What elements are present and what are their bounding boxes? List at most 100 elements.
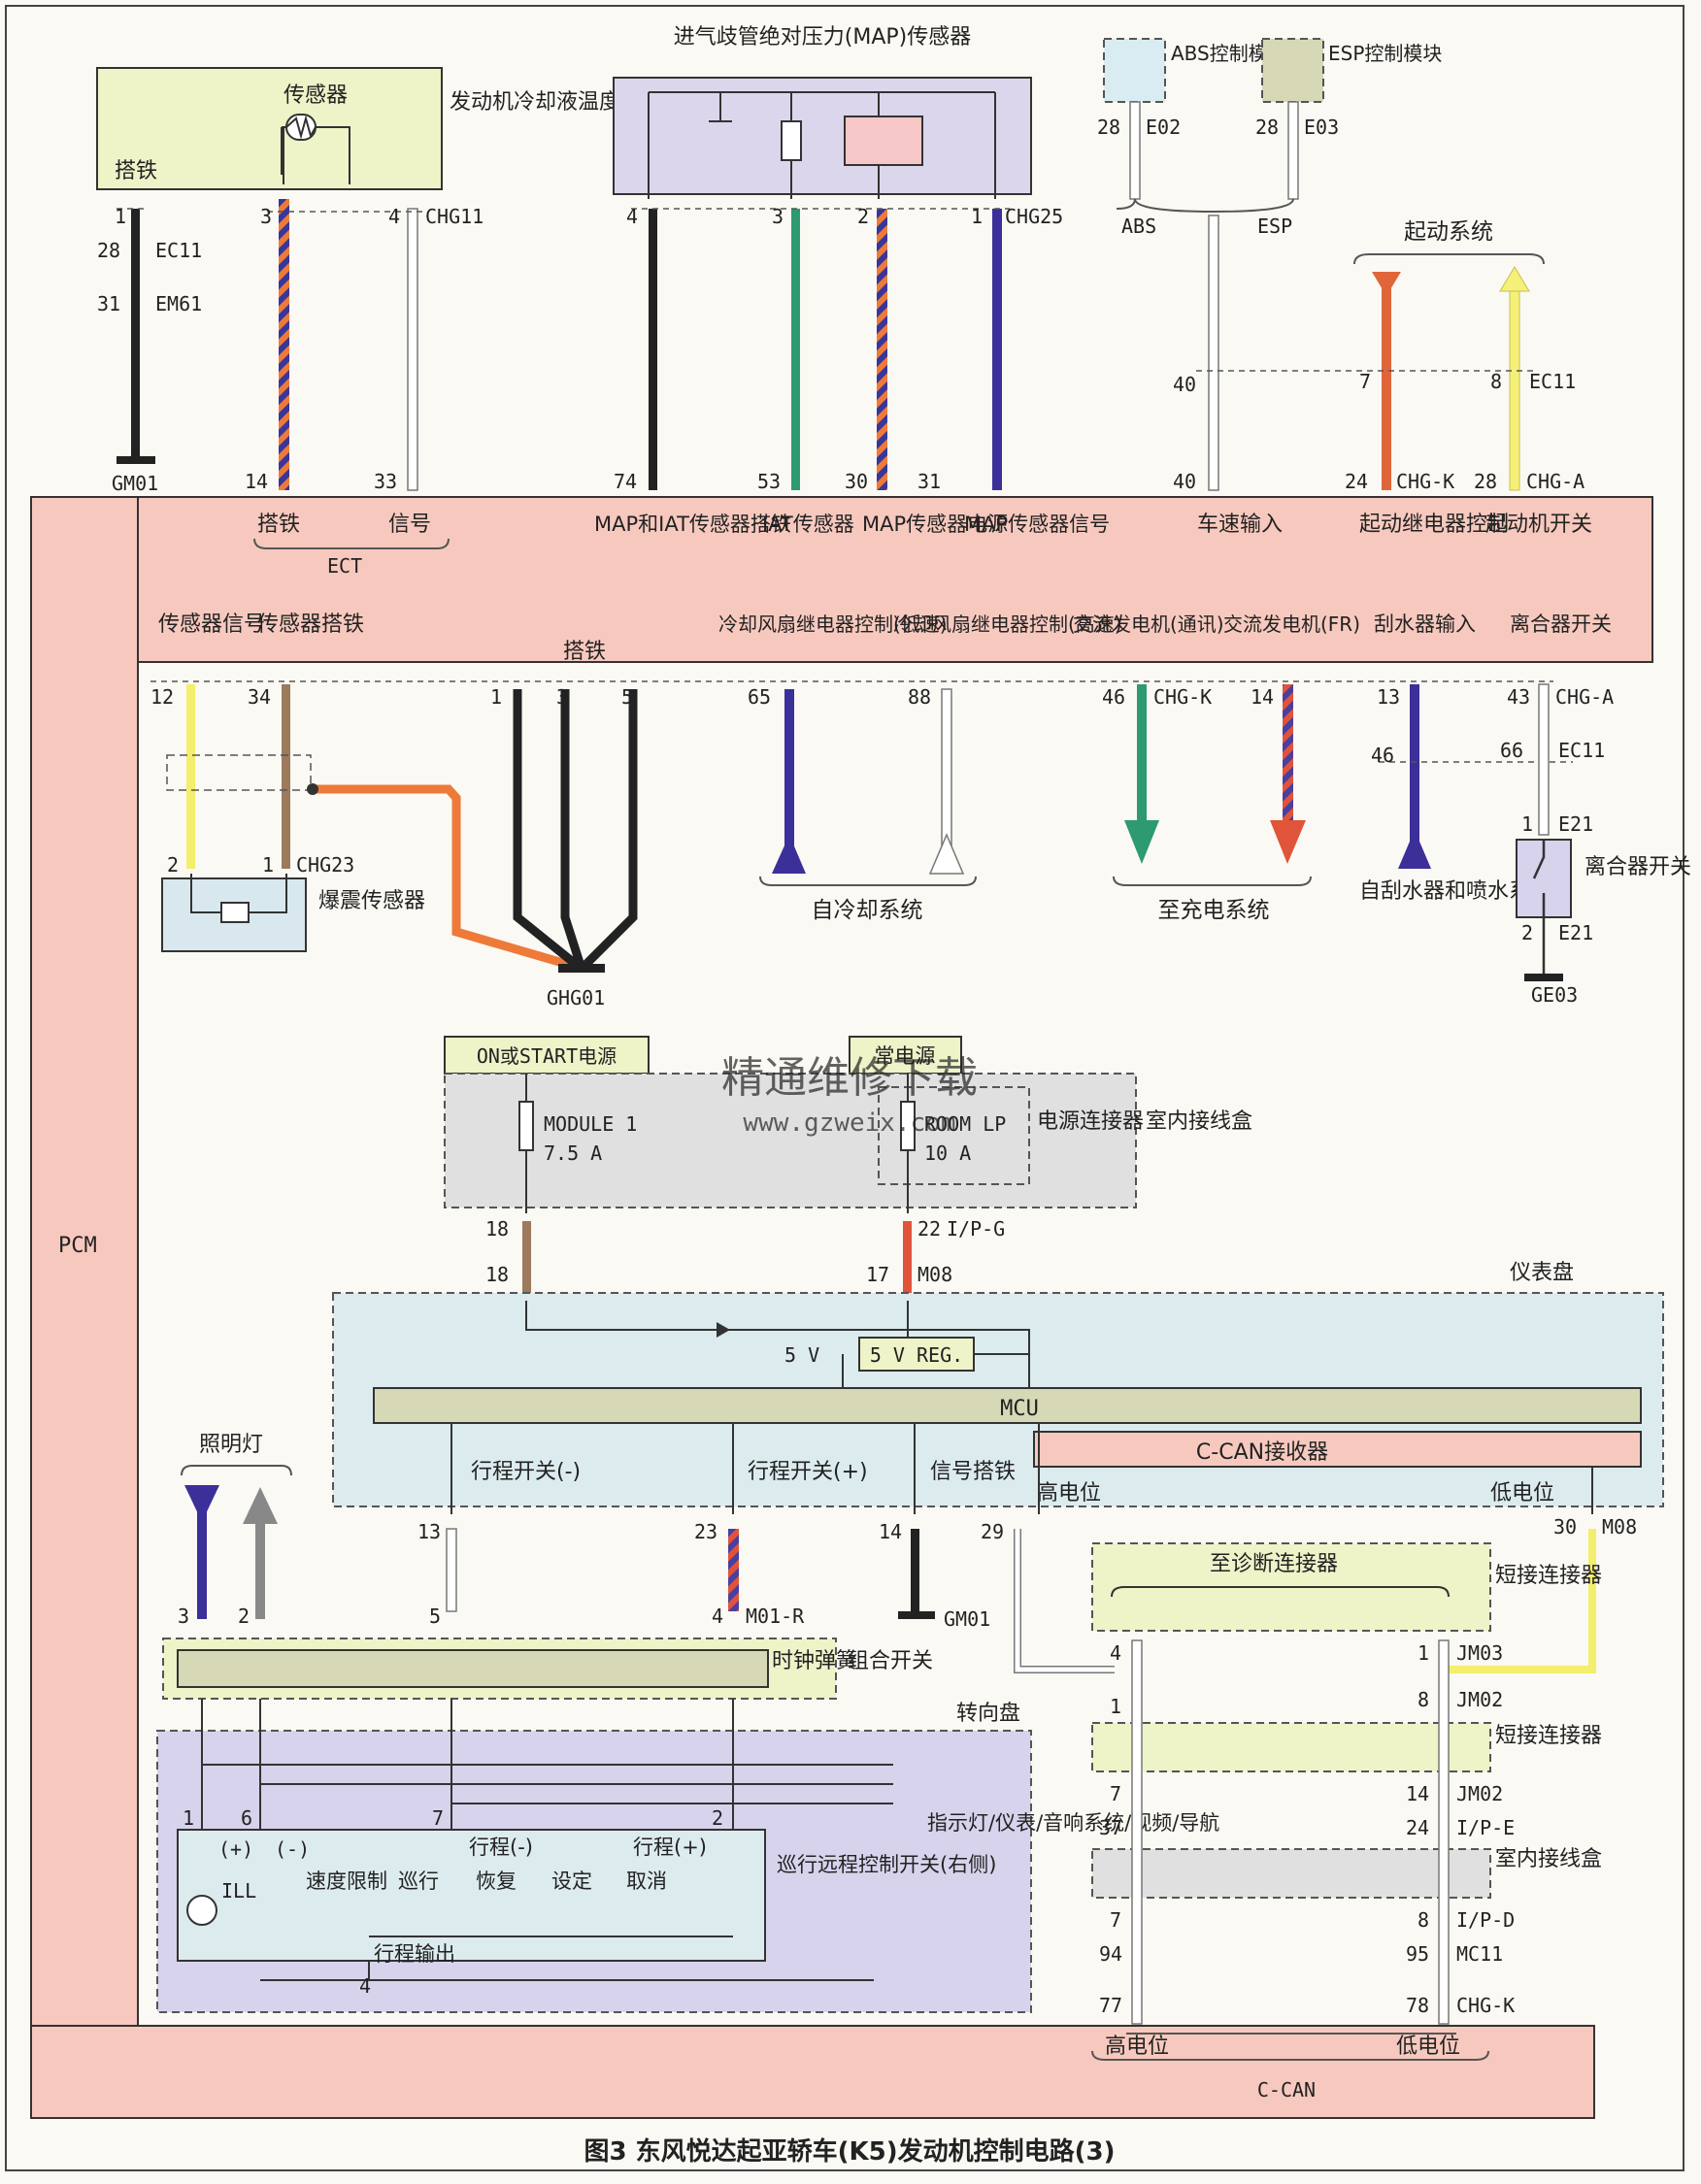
esp-connector: E03 — [1304, 116, 1339, 139]
pcm-bottom-conn-chg-a: CHG-A — [1555, 685, 1614, 709]
light-label: 照明灯 — [199, 1433, 263, 1457]
pin-17: 17 — [866, 1263, 889, 1286]
diag-left-pin-3: 37 — [1099, 1816, 1122, 1839]
diag-connector-label: 至诊断连接器 — [1210, 1552, 1338, 1576]
pcm-starter-switch: 起动机开关 — [1485, 513, 1592, 537]
knock-connector: CHG23 — [296, 853, 354, 877]
esp-pin: 28 — [1255, 116, 1279, 139]
v5-label: 5 V — [784, 1343, 819, 1367]
abs-bus-label: ABS — [1121, 215, 1156, 238]
power-connector-label: 电源连接器 — [1037, 1109, 1144, 1134]
watermark-line2: www.gzweix.com — [743, 1109, 955, 1138]
abs-connector: E02 — [1146, 116, 1181, 139]
outer-frame — [5, 5, 1684, 2171]
diag-right-conn-6: CHG-K — [1456, 1994, 1515, 2017]
clutch-pin-mid: 66 — [1500, 739, 1523, 762]
start-system-label: 起动系统 — [1404, 219, 1493, 245]
mcu-label: MCU — [1000, 1397, 1039, 1421]
fuse2-label: ROOM LP — [924, 1112, 1006, 1136]
ect-ground-label: 搭铁 — [115, 159, 157, 183]
pcm-left-band — [30, 496, 139, 2119]
short-connector-label-2: 短接连接器 — [1495, 1724, 1602, 1748]
wiper-pin: 46 — [1371, 744, 1394, 767]
ground-chain-conn2: EM61 — [155, 292, 202, 315]
pcm-conn-chg-a: CHG-A — [1526, 470, 1584, 493]
pcm-bottom-conn-chg-k: CHG-K — [1153, 685, 1212, 709]
pcm-bottom-pin-12: 12 — [150, 685, 174, 709]
cluster-ground: GM01 — [944, 1607, 990, 1631]
fuse1-rating: 7.5 A — [544, 1142, 602, 1165]
pcm-bottom-pin-1: 1 — [490, 685, 502, 709]
cluster-label: 仪表盘 — [1510, 1261, 1574, 1285]
diag-junction-box: 室内接线盒 — [1495, 1847, 1602, 1871]
resume-label: 恢复 — [476, 1870, 517, 1893]
combo-pin-5: 5 — [429, 1605, 441, 1628]
diag-left-pin-4: 7 — [1110, 1908, 1121, 1932]
pcm-top-pin-53: 53 — [757, 470, 781, 493]
resistor-icon — [781, 120, 802, 161]
charging-system-label: 至充电系统 — [1158, 898, 1270, 923]
battery-power-label: 常电源 — [875, 1044, 936, 1068]
conn-ipg: I/P-G — [947, 1217, 1005, 1241]
watermark-line1: 精通维修下载 — [721, 1053, 978, 1103]
pcm-bottom-pin-88: 88 — [908, 685, 931, 709]
diag-right-conn-3: I/P-E — [1456, 1816, 1515, 1839]
diag-right-pin-2: 14 — [1406, 1782, 1429, 1805]
cruise-label: 巡行 — [398, 1870, 439, 1893]
start-pin-a: 7 — [1359, 370, 1371, 393]
pressure-sensor-icon — [844, 116, 923, 166]
vreg-label: 5 V REG. — [870, 1343, 963, 1367]
cluster-pin-23: 23 — [694, 1520, 717, 1543]
signal-ground-label: 信号搭铁 — [930, 1460, 1016, 1484]
ect-sensor-label: 传感器 — [284, 83, 348, 108]
cluster-pin-29: 29 — [981, 1520, 1004, 1543]
diag-right-pin-5: 95 — [1406, 1942, 1429, 1966]
diag-right-pin-4: 8 — [1418, 1908, 1429, 1932]
cluster-pin-30: 30 — [1553, 1515, 1577, 1539]
pcm-bottom-pin-5: 5 — [621, 685, 633, 709]
combo-switch-label: 组合开关 — [848, 1649, 933, 1673]
pcm-alt-comm: 交流发电机(通讯) — [1073, 612, 1224, 636]
trip-minus-switch: 行程(-) — [469, 1836, 533, 1859]
pcm-top-pin-74: 74 — [614, 470, 637, 493]
can-receiver-box — [1033, 1431, 1642, 1468]
abs-module-box — [1103, 38, 1166, 103]
cancel-label: 取消 — [626, 1870, 667, 1893]
steering-label: 转向盘 — [956, 1702, 1020, 1726]
ect-signal-wire — [279, 199, 289, 490]
diag-right-conn-5: MC11 — [1456, 1942, 1503, 1966]
map-title: 进气歧管绝对压力(MAP)传感器 — [674, 25, 971, 50]
combo-pin-2: 2 — [238, 1605, 250, 1628]
map-pin-4: 4 — [626, 205, 638, 228]
fuse1-label: MODULE 1 — [544, 1112, 637, 1136]
pcm-top-pin-14: 14 — [245, 470, 268, 493]
can-low-label: 低电位 — [1396, 2035, 1460, 2059]
clutch-pin-bottom: 2 — [1521, 921, 1533, 944]
knock-pin-2: 2 — [167, 853, 179, 877]
pcm-ect: ECT — [327, 554, 362, 578]
cluster-conn-m08: M08 — [1602, 1515, 1637, 1539]
steering-pin-4: 4 — [359, 1974, 371, 1998]
pcm-wiper: 刮水器输入 — [1374, 612, 1476, 636]
can-receiver-label: C-CAN接收器 — [1196, 1440, 1328, 1465]
pin-18a: 18 — [485, 1217, 509, 1241]
pcm-top-pin-40a: 40 — [1173, 373, 1196, 396]
knock-pin-1: 1 — [262, 853, 274, 877]
clutch-conn-mid: EC11 — [1558, 739, 1605, 762]
fuse2-rating: 10 A — [924, 1142, 971, 1165]
ill-label: ILL — [221, 1879, 256, 1903]
steering-pin-6: 6 — [241, 1806, 252, 1830]
cluster-pin-13: 13 — [417, 1520, 441, 1543]
conn-m08-power: M08 — [917, 1263, 952, 1286]
ground-chain-pin1: 28 — [97, 239, 120, 262]
clutch-conn-top: E21 — [1558, 812, 1593, 836]
cooling-system-label: 自冷却系统 — [812, 898, 923, 923]
start-pin-b: 8 — [1490, 370, 1502, 393]
minus-label: (-) — [275, 1837, 310, 1861]
pcm-start-relay: 起动继电器控制 — [1359, 513, 1509, 537]
pcm-sensor-signal: 传感器信号 — [158, 612, 265, 637]
ect-pin-3: 3 — [260, 205, 272, 228]
diag-right-conn-2: JM02 — [1456, 1782, 1503, 1805]
ground-chain-conn1: EC11 — [155, 239, 202, 262]
